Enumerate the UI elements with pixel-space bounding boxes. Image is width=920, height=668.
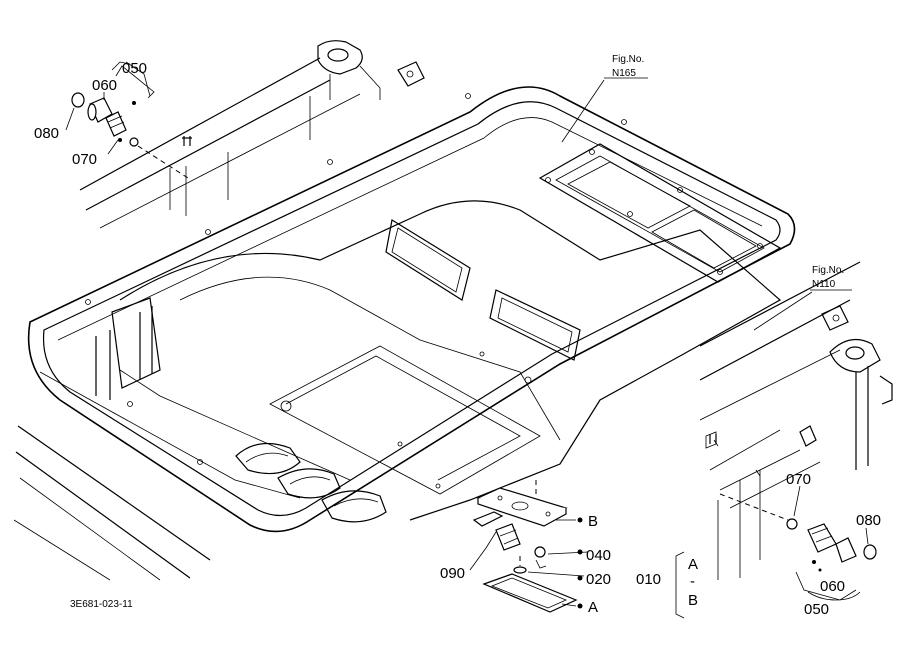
part-070-right: 070 <box>786 471 811 488</box>
part-080-top: 080 <box>34 125 59 142</box>
range-sep: - <box>690 573 695 590</box>
fig-n110-title: Fig.No. <box>812 265 844 276</box>
leader-lines <box>65 77 869 609</box>
part-050-top: 050 <box>122 60 147 77</box>
frame-holes <box>85 93 683 489</box>
drawing-code: 3E681-023-11 <box>70 599 133 610</box>
side-rails-left <box>13 57 361 581</box>
part-050-right: 050 <box>804 601 829 618</box>
lamp-assembly <box>472 480 578 613</box>
part-040: 040 <box>586 547 611 564</box>
right-cross-member <box>699 261 893 580</box>
main-frame <box>27 86 796 533</box>
top-switch-assembly <box>71 61 192 179</box>
group-brackets <box>115 65 861 619</box>
left-frame-posts <box>95 96 311 400</box>
fig-n165-code: N165 <box>612 68 636 79</box>
part-070-top: 070 <box>72 151 97 168</box>
center-windows <box>111 219 581 389</box>
top-opening-panel <box>538 143 782 283</box>
part-080-right: 080 <box>856 512 881 529</box>
floor-panel <box>119 200 782 521</box>
tag-a: A <box>588 599 598 616</box>
lower-openings <box>235 442 387 523</box>
top-hinge-bracket <box>317 40 425 100</box>
labels: Fig.No. N165 Fig.No. N110 050 060 080 07… <box>34 54 881 618</box>
part-010: 010 <box>636 571 661 588</box>
bottom-switch-assembly <box>709 434 877 601</box>
tag-b: B <box>588 513 598 530</box>
fig-n110-code: N110 <box>812 279 836 290</box>
fig-n165-title: Fig.No. <box>612 54 644 65</box>
part-090: 090 <box>440 565 465 582</box>
range-a: A <box>688 556 698 573</box>
part-060-top: 060 <box>92 77 117 94</box>
range-b: B <box>688 592 698 609</box>
part-060-right: 060 <box>820 578 845 595</box>
part-020: 020 <box>586 571 611 588</box>
